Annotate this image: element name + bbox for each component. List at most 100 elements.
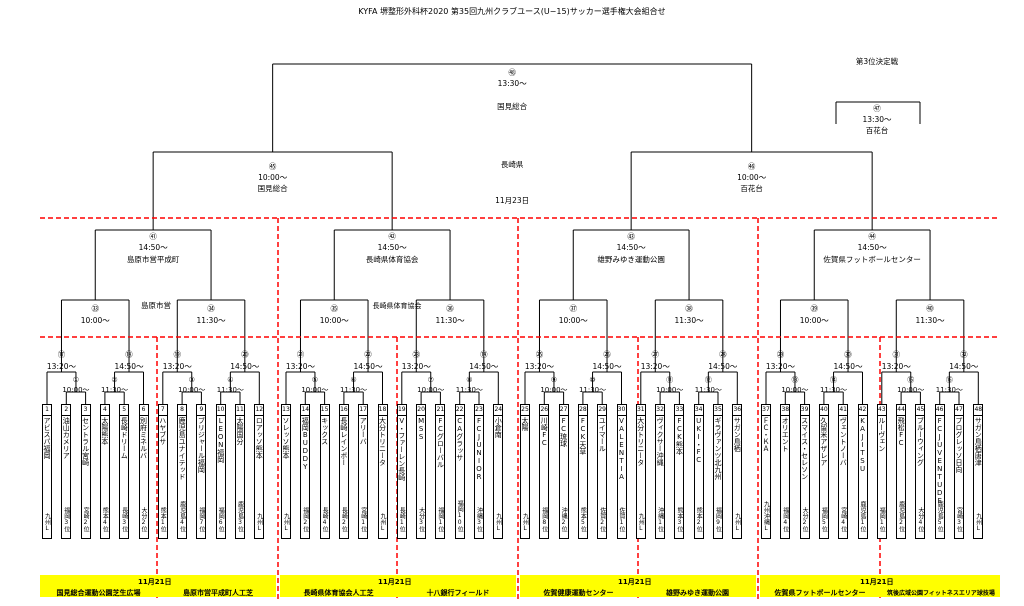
team-name: 久留米アザレア [819,417,828,466]
team-number: 17 [359,405,368,416]
team-qualification: 九州L [733,513,741,532]
team-qualification: 九州L [637,513,645,532]
team-qualification: 福岡6位 [217,507,225,532]
r2-number: ㉛ [892,350,901,359]
r1-time: 10:00〜 [301,386,329,394]
team-number: 41 [839,405,848,416]
team-qualification: 熊本2位 [695,507,703,532]
venue-name: 長崎県体育協会人工芝 [303,589,374,597]
r2-number: ㉑ [296,350,305,359]
team-name: サガン鳥栖唐津 [974,417,983,466]
team-number: 3 [81,405,90,416]
r3-time: 10:00〜 [80,316,110,325]
team-name: セントラル宮崎 [81,417,90,466]
team-qualification: 熊本3位 [675,507,683,532]
team-qualification: 大分4位 [916,507,924,532]
team-name: 鹿児島ユナイテッド [178,417,187,480]
r2-time: 13:20〜 [524,362,555,371]
r2-number: ㉜ [960,350,968,359]
team-name: ハヤブサ [158,417,167,445]
team-qualification: 鹿児島5位 [936,501,944,532]
team-number: 35 [714,405,722,416]
team-name: MSS [417,417,426,441]
team-qualification: 宮崎4位 [839,507,847,532]
venue-date: 11月21日 [618,578,652,586]
team-name: 大分トリニータ [378,417,387,466]
r2-time: 13:20〜 [285,362,316,371]
team-qualification: 鹿児島2位 [897,501,905,532]
venue-name: 国見総合運動公園芝生広場 [56,589,141,597]
team-qualification: 鹿児島1位 [859,501,866,532]
team-name: 大分トリニータ [636,417,645,466]
team-qualification: 九州L [255,513,263,532]
team-number: 6 [139,405,148,416]
r3-time: 11:30〜 [915,316,945,325]
team-name: ユイマール [598,417,607,452]
r1-number: ⑬ [791,376,799,384]
r1-time: 11:30〜 [578,386,607,394]
qf-venue: 佐賀県フットボールセンター [823,255,921,264]
team-name: 別府ミネルバ [139,417,148,459]
team-number: 42 [858,405,867,416]
r1-time: 10:00〜 [781,386,809,394]
third-venue: 百花台 [865,126,889,135]
qf-time: 14:50〜 [377,243,407,252]
venue-banner [520,575,756,597]
team-name: UKI・FC [694,417,703,464]
team-qualification: 九州L [282,513,290,532]
team-name: 太陽熊本 [100,417,109,445]
team-qualification: 大分2位 [801,507,809,532]
r3-time: 11:30〜 [435,316,465,325]
team-name: 太陽国分 [236,417,244,445]
sf-time: 10:00〜 [258,173,288,182]
r3-number: ㉟ [330,304,339,313]
team-name: オリエント [781,417,790,452]
team-number: 38 [781,405,790,416]
r2-number: ⑳ [241,350,249,359]
team-number: 22 [455,405,464,416]
qf-number: ㊶ [149,232,157,241]
team-number: 43 [877,405,886,416]
team-name: 飛松FC [897,417,906,447]
third-number: ㊼ [873,104,881,113]
team-number: 13 [282,405,290,416]
team-number: 27 [559,405,568,416]
team-name: FCK熊本 [675,417,684,455]
team-qualification: 福岡5位 [820,507,828,532]
team-name: プログレッソ日向 [955,417,963,473]
team-qualification: 宮崎1位 [359,507,367,532]
r2-number: ㉚ [844,350,852,359]
venue-name: 雄野みゆき運動公園 [666,589,729,597]
r1-time: 11:30〜 [455,386,483,394]
r2-number: ㉘ [719,350,727,359]
final-time: 13:30〜 [497,79,527,88]
team-qualification: 九州L [43,513,51,532]
qf-number: ㊹ [868,232,876,241]
team-number: 30 [617,405,626,416]
qf-venue: 島原市営平成町 [126,255,180,264]
team-name: ＦＣ・ＫＡ [762,417,770,452]
team-name: FCK天草 [578,417,587,455]
team-number: 4 [100,405,109,416]
final-number: ㊽ [508,68,516,77]
r1-time: 10:00〜 [540,386,568,394]
team-qualification: 福岡8位 [540,507,548,532]
r1-number: ④ [227,376,234,384]
team-number: 37 [762,405,770,416]
r1-number: ① [72,376,80,384]
team-qualification: 沖縄2位 [560,507,568,532]
